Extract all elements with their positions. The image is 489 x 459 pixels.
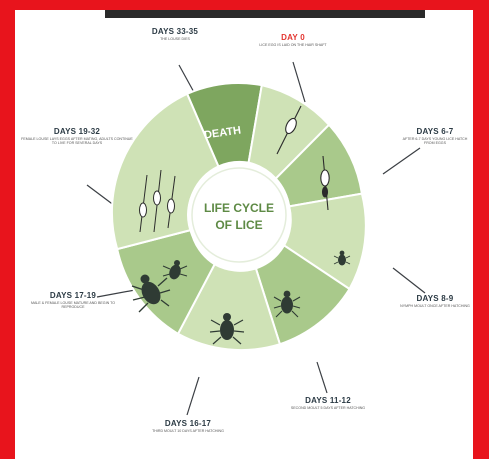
nymph-icon-days8-9 [333, 250, 351, 266]
nymph-icon-days11-12 [273, 290, 301, 318]
callout-line-days8-9 [392, 267, 426, 294]
infographic-panel: LIFE CYCLE OF LICE DEATH [15, 10, 473, 459]
egg-icon-day0 [276, 105, 302, 155]
nymph-icon-days16-17 [209, 313, 245, 345]
stage-description: AFTER 6-7 DAYS YOUNG LICE HATCH FROM EGG… [402, 137, 468, 146]
stage-description: LICE EGG IS LAID ON THE HAIR SHAFT [259, 43, 327, 48]
stage-title: DAYS 11-12 [305, 396, 351, 405]
stage-label-days11-12: DAYS 11-12 SECOND MOULT 5 DAYS AFTER HAT… [285, 396, 371, 411]
stage-title: DAYS 19-32 [53, 127, 101, 136]
callout-line-days11-12 [316, 361, 328, 394]
stage-description: MALE & FEMALE LOUSE MATURE AND BEGIN TO … [30, 301, 116, 310]
center-title-line1: LIFE CYCLE [204, 201, 274, 215]
stage-label-day0: DAY 0 LICE EGG IS LAID ON THE HAIR SHAFT [250, 33, 336, 48]
stage-description: THIRD MOULT 10 DAYS AFTER HATCHING [152, 429, 224, 434]
adult-louse-icon-large [131, 274, 171, 313]
stage-label-days17-19: DAYS 17-19 MALE & FEMALE LOUSE MATURE AN… [25, 291, 121, 310]
stage-description: THE LOUSE DIES [160, 37, 190, 42]
stage-label-days8-9: DAYS 8-9 NYMPH MOULT ONCE AFTER HATCHING [397, 294, 473, 309]
stage-label-days19-32: DAYS 19-32 FEMALE LOUSE LAYS EGGS AFTER … [21, 127, 133, 146]
stage-description: FEMALE LOUSE LAYS EGGS AFTER MATING, ADU… [21, 137, 133, 146]
center-hub-ring [191, 167, 287, 263]
egg-icon-days6-7 [320, 155, 330, 211]
death-label: DEATH [203, 125, 241, 142]
top-banner-strip [105, 10, 425, 18]
stage-label-days6-7: DAYS 6-7 AFTER 6-7 DAYS YOUNG LICE HATCH… [397, 127, 473, 146]
stage-label-days33-35: DAYS 33-35 THE LOUSE DIES [115, 27, 235, 42]
stage-title: DAYS 8-9 [416, 294, 454, 303]
stage-title: DAYS 16-17 [164, 419, 212, 428]
center-title-line2: OF LICE [215, 218, 262, 232]
callout-line-days6-7 [382, 147, 421, 175]
life-cycle-diagram: LIFE CYCLE OF LICE DEATH [86, 61, 426, 416]
stage-label-days16-17: DAYS 16-17 THIRD MOULT 10 DAYS AFTER HAT… [143, 419, 233, 434]
stage-description: NYMPH MOULT ONCE AFTER HATCHING [400, 304, 470, 309]
stage-title: DAYS 17-19 [49, 291, 97, 300]
stage-description: SECOND MOULT 5 DAYS AFTER HATCHING [290, 406, 366, 411]
stage-title: DAY 0 [281, 33, 305, 42]
eggs-icon-days19-32 [139, 169, 176, 233]
callout-line-days17-19 [96, 289, 136, 298]
adult-louse-icon-small [162, 260, 188, 280]
stage-title: DAYS 6-7 [416, 127, 454, 136]
stage-title: DAYS 33-35 [151, 27, 199, 36]
callout-line-day0 [292, 61, 306, 103]
center-hub [187, 163, 291, 267]
callout-line-days16-17 [186, 376, 200, 416]
